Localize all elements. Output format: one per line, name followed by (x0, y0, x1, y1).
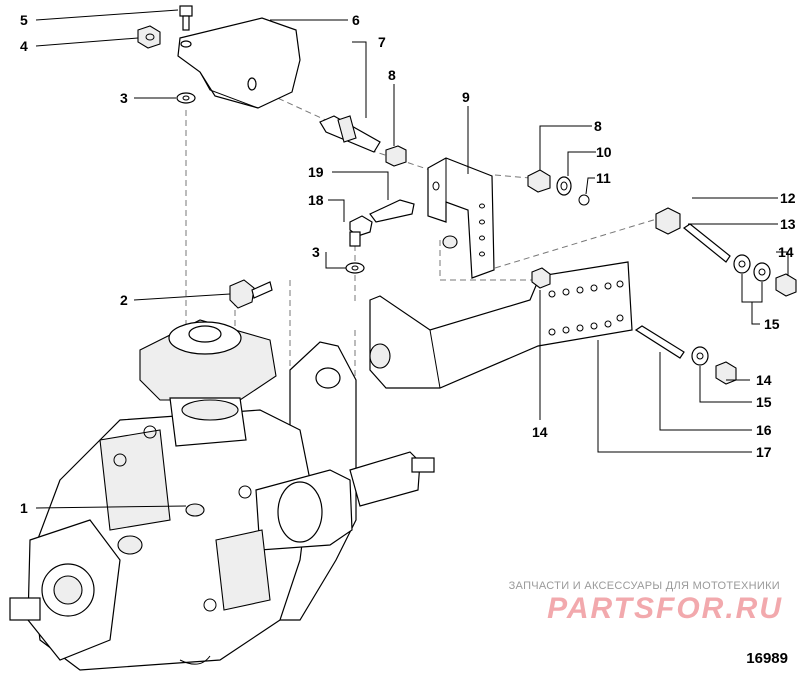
callout-2: 2 (120, 292, 128, 308)
callout-5: 5 (20, 12, 28, 28)
nut-8-right (527, 169, 551, 193)
diagram-number: 16989 (746, 650, 788, 667)
callout-15-lower: 15 (756, 394, 772, 410)
washer-10 (556, 176, 572, 196)
washer-3-upper (176, 92, 196, 104)
callout-12: 12 (780, 190, 796, 206)
callout-13: 13 (780, 216, 796, 232)
watermark-logo: PARTSFOR.RU (547, 592, 783, 625)
upper-bracket (177, 17, 301, 109)
washer-3-lower (345, 262, 365, 274)
bracket-17 (369, 261, 633, 389)
callout-11: 11 (596, 170, 611, 186)
nut-14-lower (715, 361, 737, 385)
watermark-tagline: ЗАПЧАСТИ И АКСЕССУАРЫ ДЛЯ МОТОТЕХНИКИ (508, 580, 780, 592)
spacer-8-left (385, 145, 407, 167)
bracket-9 (427, 157, 495, 279)
bolt-5 (179, 5, 193, 31)
washer-15-upper-b (753, 262, 771, 282)
injection-pump (9, 319, 435, 671)
leader-lines (35, 9, 789, 509)
nut-4 (137, 25, 161, 49)
callout-10: 10 (596, 144, 612, 160)
callout-17: 17 (756, 444, 772, 460)
callout-1: 1 (20, 500, 28, 516)
callout-18: 18 (308, 192, 324, 208)
callout-labels: 5 4 3 6 7 8 9 8 10 11 19 18 3 12 13 14 1… (20, 12, 796, 516)
callout-8-right: 8 (594, 118, 602, 134)
washer-15-upper-a (733, 254, 751, 274)
nut-14-upper (775, 273, 797, 297)
callout-14-lower: 14 (756, 372, 772, 388)
bolt-2 (229, 279, 273, 309)
callout-9: 9 (462, 89, 470, 105)
bracket-17-holes (548, 280, 624, 336)
callout-7: 7 (378, 34, 386, 50)
ball-joint-18 (349, 215, 373, 247)
callout-16: 16 (756, 422, 772, 438)
stud-13 (682, 223, 731, 263)
washer-15-lower (691, 346, 709, 366)
callout-4: 4 (20, 38, 28, 54)
bolt-19 (369, 199, 415, 223)
clip-11 (578, 194, 590, 206)
callout-3-lower: 3 (312, 244, 320, 260)
stud-7 (319, 115, 381, 153)
callout-3-upper: 3 (120, 90, 128, 106)
callout-14-middle: 14 (532, 424, 548, 440)
callout-14-upper: 14 (778, 244, 794, 260)
callout-19: 19 (308, 164, 324, 180)
callout-6: 6 (352, 12, 360, 28)
callout-15-upper: 15 (764, 316, 780, 332)
callout-8-left: 8 (388, 67, 396, 83)
stud-16 (634, 325, 685, 359)
nut-12 (655, 207, 681, 235)
